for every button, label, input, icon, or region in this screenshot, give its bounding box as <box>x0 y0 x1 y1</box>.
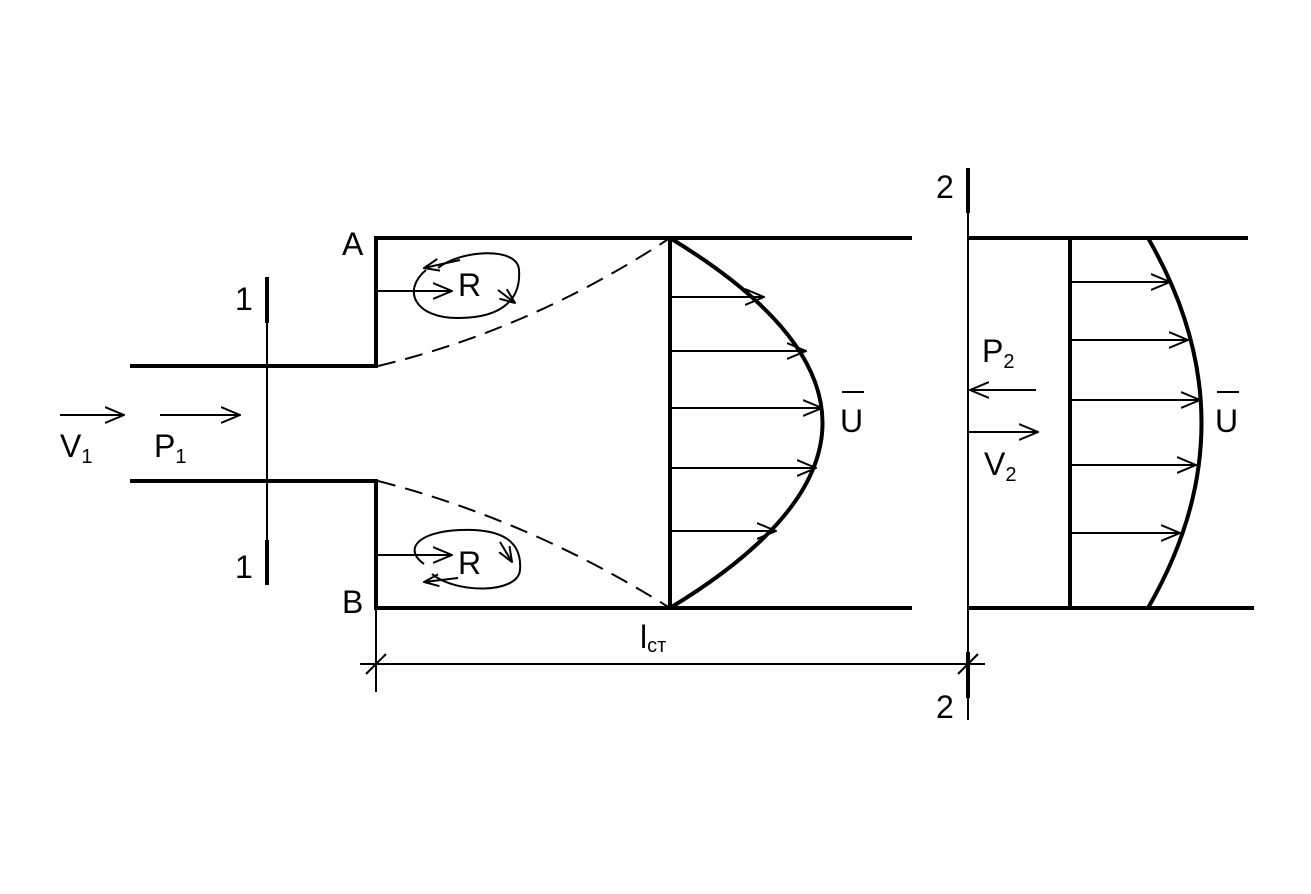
corner-a-label: A <box>342 226 364 262</box>
section-2-bottom-label: 2 <box>936 689 954 725</box>
u-mean-1-label: U <box>840 403 863 439</box>
v2-label: V2 <box>984 446 1016 486</box>
vortex-bottom-loop <box>413 528 522 590</box>
jet-boundary-top <box>377 237 671 367</box>
vortex-top-label: R <box>458 267 481 303</box>
profile-2-curve <box>1146 236 1204 610</box>
jet-boundary-bottom <box>377 480 671 609</box>
profile-1-curve <box>668 236 825 610</box>
dimension-tick-left <box>365 653 387 675</box>
vortex-top-arrow-b <box>497 290 515 303</box>
vortex-top-arrow-a <box>424 260 461 268</box>
vortex-bottom-arrow-a <box>424 578 459 582</box>
section-2-top-label: 2 <box>936 169 954 205</box>
p1-label: P1 <box>154 428 186 468</box>
p2-label: P2 <box>982 333 1014 373</box>
dimension-tick-right <box>957 653 979 675</box>
length-label: lст <box>640 619 666 657</box>
section-1-top-label: 1 <box>235 281 253 317</box>
corner-b-label: B <box>342 584 363 620</box>
vortex-bottom-label: R <box>458 545 481 581</box>
v1-label: V1 <box>60 428 92 468</box>
vortex-bottom-arrow-b <box>500 541 512 562</box>
section-1-bottom-label: 1 <box>235 549 253 585</box>
u-mean-2-label: U <box>1215 403 1238 439</box>
